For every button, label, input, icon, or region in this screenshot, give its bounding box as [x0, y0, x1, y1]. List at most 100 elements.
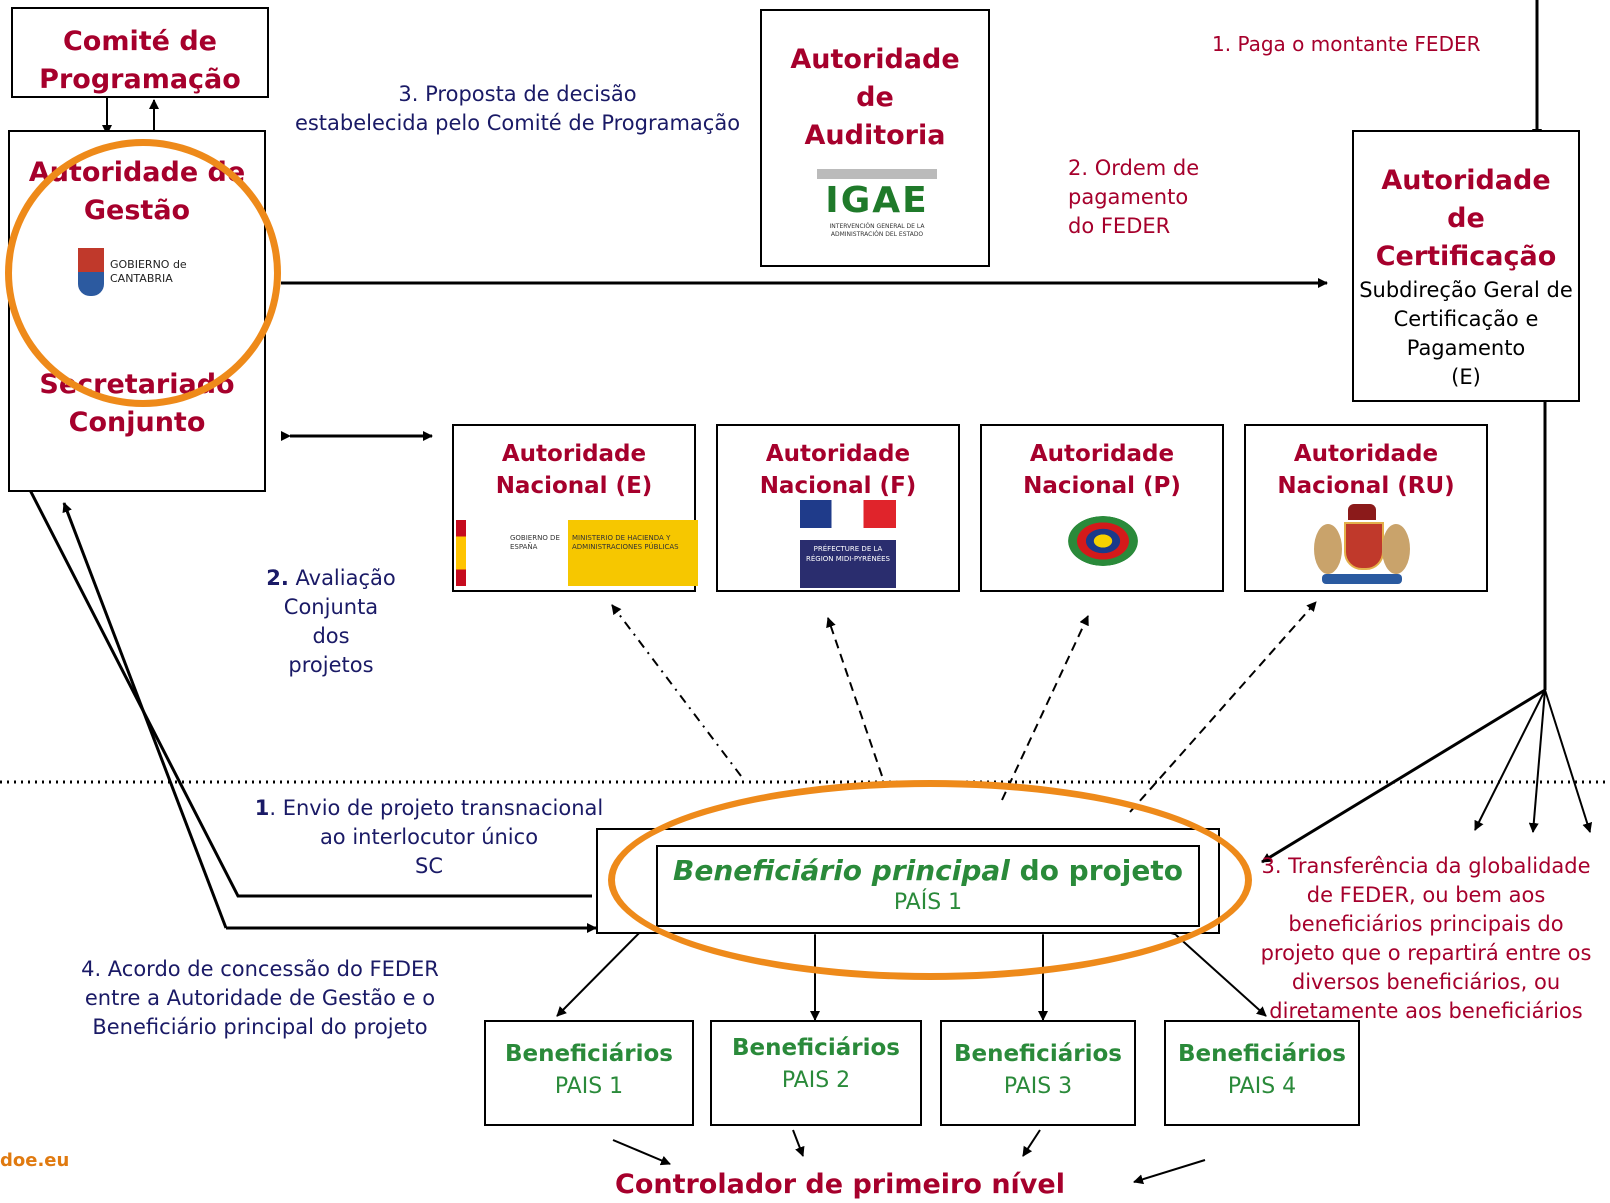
highlight-ellipse-lead	[608, 780, 1252, 980]
label-proposta-2: estabelecida pelo Comité de Programação	[294, 111, 741, 135]
nacional-ru-title-1: Autoridade	[1293, 441, 1439, 467]
nacional-box-f: Autoridade Nacional (F) PRÉFECTURE DE LA…	[716, 424, 960, 592]
spain-logo-text-a: GOBIERNO DE ESPAÑA	[510, 534, 560, 551]
audit-title-1: Autoridade	[790, 44, 960, 75]
label-transf-2: de FEDER, ou bem aos	[1306, 883, 1546, 907]
eval-arrow-f	[826, 617, 883, 777]
comite-box: Comité de Programação	[11, 7, 269, 98]
label-transf-5: diversos beneficiários, ou	[1291, 970, 1561, 994]
label-avaliacao-3: dos	[312, 624, 350, 648]
nacional-p-title-1: Autoridade	[1029, 441, 1175, 467]
uk-coat-of-arms-icon	[1308, 504, 1416, 592]
label-transf-3: beneficiários principais do	[1288, 912, 1564, 936]
nacional-e-title-1: Autoridade	[501, 441, 647, 467]
label-avaliacao-1: Avaliação	[288, 566, 396, 590]
spain-flag-icon	[456, 520, 466, 586]
cert-sub-1: Subdireção Geral de	[1359, 278, 1573, 302]
nacional-f-title-2: Nacional (F)	[759, 473, 917, 499]
france-flag-icon	[800, 500, 896, 528]
label-avaliacao-num: 2.	[266, 566, 289, 590]
ctrl-arrow-1	[612, 1139, 671, 1166]
label-envio-num: 1	[254, 796, 270, 820]
highlight-circle-ag	[5, 139, 281, 407]
france-logo-text: PRÉFECTURE DE LA RÉGION MIDI-PYRÉNÉES	[800, 540, 896, 588]
france-logo: PRÉFECTURE DE LA RÉGION MIDI-PYRÉNÉES	[800, 500, 896, 592]
comite-title-2: Programação	[39, 64, 241, 95]
benef-1-title: Beneficiários	[505, 1041, 673, 1067]
audit-title-3: Auditoria	[804, 120, 946, 151]
transfer-lead	[1261, 688, 1546, 864]
nacional-box-p: Autoridade Nacional (P)	[980, 424, 1224, 592]
igae-logo-text: IGAE	[825, 180, 929, 221]
benef-4-country: PAIS 4	[1227, 1074, 1297, 1099]
benef-2-title: Beneficiários	[732, 1035, 900, 1061]
sc-title-2: Conjunto	[68, 407, 206, 438]
label-transf-4: projeto que o repartirá entre os	[1260, 941, 1592, 965]
label-ordem-2: pagamento	[1068, 185, 1189, 209]
spain-logo: GOBIERNO DE ESPAÑA MINISTERIO DE HACIEND…	[456, 520, 698, 586]
cert-title-2: de	[1447, 203, 1485, 234]
label-envio: 1. Envio de projeto transnacional ao int…	[244, 794, 614, 881]
benef-3-country: PAIS 3	[1003, 1074, 1073, 1099]
arrow-envio	[28, 489, 592, 898]
transfer-2	[1528, 689, 1546, 833]
label-acordo-3: Beneficiário principal do projeto	[92, 1015, 428, 1039]
benef-3-title: Beneficiários	[954, 1041, 1122, 1067]
label-ordem-1: 2. Ordem de	[1068, 156, 1200, 180]
label-proposta: 3. Proposta de decisão estabelecida pelo…	[285, 80, 750, 138]
label-paga: 1. Paga o montante FEDER	[1212, 32, 1481, 56]
portugal-target-icon	[1068, 516, 1138, 566]
label-acordo-2: entre a Autoridade de Gestão e o	[84, 986, 436, 1010]
igae-logo-sub-2: ADMINISTRACIÓN DEL ESTADO	[830, 231, 924, 238]
nacional-box-ru: Autoridade Nacional (RU)	[1244, 424, 1488, 592]
ctrl-arrow-3	[1022, 1129, 1041, 1157]
benef-box-3: Beneficiários PAIS 3	[940, 1020, 1136, 1126]
cert-title-3: Certificação	[1375, 241, 1557, 272]
label-transf-6: diretamente aos beneficiários	[1269, 999, 1583, 1023]
audit-title-2: de	[856, 82, 894, 113]
transfer-1	[1474, 689, 1546, 831]
nacional-e-title-2: Nacional (E)	[495, 473, 653, 499]
arrow-acordo	[62, 502, 228, 929]
igae-logo: IGAE INTERVENCIÓN GENERAL DE LA ADMINIST…	[817, 169, 937, 261]
nacional-p-title-2: Nacional (P)	[1023, 473, 1181, 499]
cert-sub-4: (E)	[1451, 365, 1481, 389]
nacional-box-e: Autoridade Nacional (E) GOBIERNO DE ESPA…	[452, 424, 698, 592]
benef-1-country: PAIS 1	[554, 1074, 624, 1099]
label-transferencia: 3. Transferência da globalidade de FEDER…	[1244, 852, 1608, 1026]
benef-4-title: Beneficiários	[1178, 1041, 1346, 1067]
label-proposta-1: 3. Proposta de decisão	[398, 82, 637, 106]
eval-arrow-ru	[1129, 601, 1317, 813]
benef-2-country: PAIS 2	[781, 1068, 851, 1093]
controlador-title: Controlador de primeiro nível	[615, 1169, 1065, 1200]
label-envio-2: ao interlocutor único	[319, 825, 539, 849]
site-label: doe.eu	[0, 1150, 70, 1171]
cert-title-1: Autoridade	[1381, 165, 1551, 196]
benef-box-2: Beneficiários PAIS 2	[710, 1020, 922, 1126]
label-acordo: 4. Acordo de concessão do FEDER entre a …	[60, 955, 460, 1042]
cert-box: Autoridade de Certificação Subdireção Ge…	[1352, 130, 1580, 402]
label-ordem: 2. Ordem de pagamento do FEDER	[1068, 154, 1199, 241]
label-avaliacao: 2. Avaliação Conjunta dos projetos	[250, 564, 412, 680]
ctrl-arrow-2	[792, 1129, 805, 1157]
lead-benef-4	[1165, 925, 1267, 1017]
ctrl-arrow-4	[1133, 1159, 1206, 1185]
label-ordem-3: do FEDER	[1068, 214, 1171, 238]
label-acordo-1: 4. Acordo de concessão do FEDER	[81, 957, 439, 981]
igae-logo-sub-1: INTERVENCIÓN GENERAL DE LA	[829, 223, 925, 230]
label-envio-1: . Envio de projeto transnacional	[269, 796, 604, 820]
eval-arrow-p	[1001, 615, 1089, 801]
label-avaliacao-2: Conjunta	[283, 595, 379, 619]
audit-box: Autoridade de Auditoria IGAE INTERVENCIÓ…	[760, 9, 990, 267]
spain-logo-text-b: MINISTERIO DE HACIENDA Y ADMINISTRACIONE…	[572, 534, 679, 551]
benef-box-4: Beneficiários PAIS 4	[1164, 1020, 1360, 1126]
comite-title-1: Comité de	[62, 26, 217, 57]
label-transf-1: 3. Transferência da globalidade	[1261, 854, 1591, 878]
eval-arrow-e	[611, 604, 742, 777]
nacional-f-title-1: Autoridade	[765, 441, 911, 467]
transfer-3	[1544, 689, 1593, 833]
label-avaliacao-4: projetos	[288, 653, 374, 677]
label-envio-3: SC	[415, 854, 443, 878]
cert-sub-3: Pagamento	[1406, 336, 1526, 360]
nacional-ru-title-2: Nacional (RU)	[1277, 473, 1455, 499]
